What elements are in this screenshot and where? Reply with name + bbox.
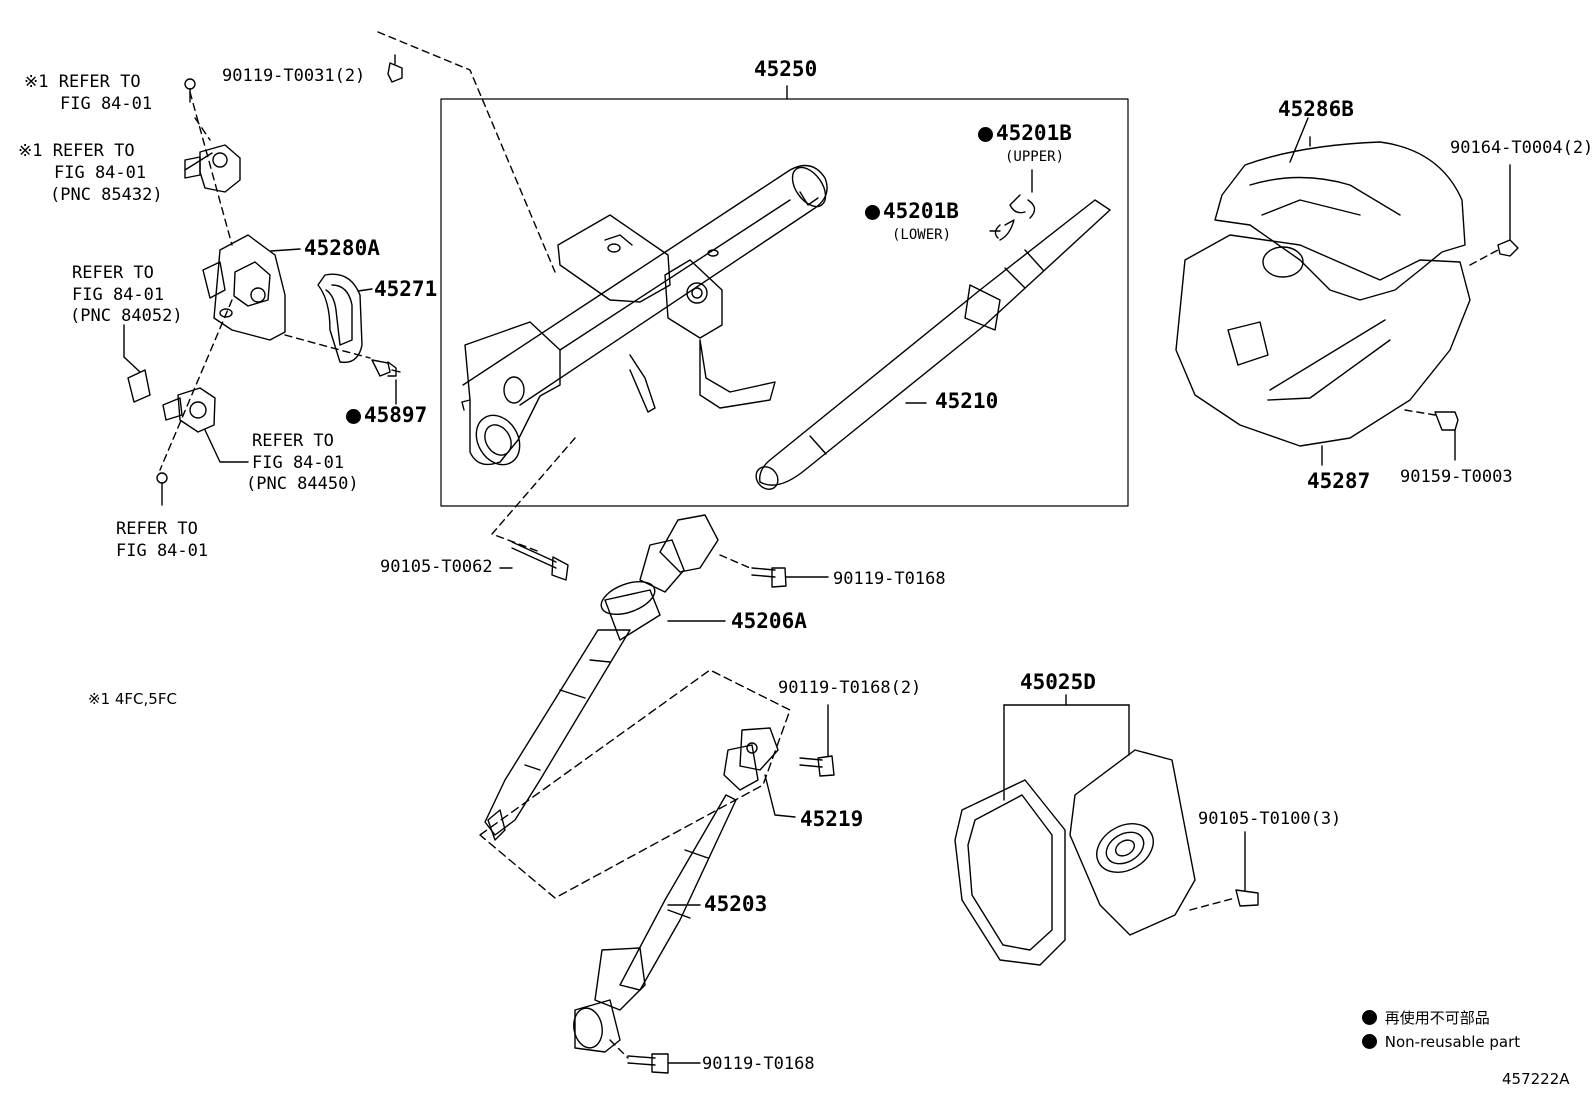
steering-column-tube (461, 164, 828, 466)
screw-90164-T0004 (1469, 164, 1519, 266)
label-45206A: 45206A (731, 609, 807, 633)
refer-label-3-line3: (PNC 84052) (70, 306, 183, 326)
refer-label-2-line2: FIG 84-01 (54, 163, 147, 183)
label-45201B-upper: 45201B (978, 122, 1072, 144)
legend-jp: 再使用不可部品 (1362, 1007, 1490, 1028)
connector-84052 (123, 324, 151, 403)
legend-en: Non-reusable part (1362, 1033, 1520, 1051)
refer-label-2-line1: ※1 REFER TO (18, 141, 135, 161)
screw-top-left (184, 78, 196, 103)
intermediate-shaft-45206A (484, 514, 726, 841)
non-reusable-dot (978, 127, 993, 142)
label-90159-T0003: 90159-T0003 (1400, 467, 1513, 487)
label-45025D: 45025D (1020, 670, 1096, 694)
assembly-45250-box (440, 98, 1129, 507)
label-45201B-upper-note: (UPPER) (1005, 149, 1065, 165)
label-45219: 45219 (800, 807, 864, 831)
label-45287: 45287 (1307, 469, 1371, 493)
refer-label-2-line3: (PNC 85432) (50, 185, 163, 205)
refer-label-1-line2: FIG 84-01 (60, 94, 153, 114)
lower-cover-45287 (1175, 234, 1471, 466)
label-90119-T0168-2: 90119-T0168(2) (778, 678, 922, 698)
label-45210: 45210 (935, 389, 999, 413)
legend-dot-icon (1362, 1010, 1377, 1025)
bolt-90119-T0031 (387, 54, 403, 83)
label-45201B-lower-note: (LOWER) (892, 227, 952, 243)
label-45280A: 45280A (304, 236, 380, 260)
label-45201B-lower: 45201B (865, 200, 959, 222)
non-reusable-dot (346, 409, 361, 424)
sensor-84450 (162, 387, 249, 463)
bolt-90119-T0168-b (609, 1039, 701, 1074)
label-45286B: 45286B (1278, 97, 1354, 121)
lock-bracket-45280A (202, 234, 301, 341)
label-45897: 45897 (346, 404, 427, 426)
bushing-clips-45201B (989, 169, 1036, 241)
steering-shaft-45210 (755, 199, 1111, 490)
footnote-model-codes: ※1 4FC,5FC (88, 690, 177, 708)
diagram-id: 457222A (1502, 1070, 1570, 1088)
refer-label-4-line3: (PNC 84450) (246, 474, 359, 494)
screw-90159-T0003 (1404, 409, 1459, 461)
label-90105-T0062: 90105-T0062 (380, 557, 493, 577)
lower-shaft-45203 (573, 794, 737, 1053)
legend-dot-icon (1362, 1034, 1377, 1049)
screw-bottom-left (156, 472, 168, 506)
bolt-90105-T0100 (1189, 831, 1259, 911)
label-45271: 45271 (374, 277, 438, 301)
label-45203: 45203 (704, 892, 768, 916)
joint-45219 (723, 704, 835, 818)
refer-label-3-line1: REFER TO (72, 263, 154, 283)
bolt-90105-T0062 (499, 541, 569, 581)
label-90119-T0168-a: 90119-T0168 (833, 569, 946, 589)
refer-label-1-line1: ※1 REFER TO (24, 72, 141, 92)
refer-label-4-line1: REFER TO (252, 431, 334, 451)
refer-label-4-line2: FIG 84-01 (252, 453, 345, 473)
refer-label-5-line1: REFER TO (116, 519, 198, 539)
switch-85432 (184, 144, 241, 193)
cover-45271 (317, 273, 373, 364)
bolt-90119-T0168-a (719, 554, 829, 588)
refer-label-5-line2: FIG 84-01 (116, 541, 209, 561)
label-90164-T0004: 90164-T0004(2) (1450, 138, 1592, 158)
label-90119-T0031: 90119-T0031(2) (222, 66, 366, 86)
label-90105-T0100: 90105-T0100(3) (1198, 809, 1342, 829)
label-90119-T0168-b: 90119-T0168 (702, 1054, 815, 1074)
non-reusable-dot (865, 205, 880, 220)
bolt-45897 (371, 359, 401, 405)
boot-gasket-45025D (954, 694, 1196, 966)
upper-cover-45286B (1214, 136, 1466, 301)
label-45250: 45250 (754, 57, 818, 81)
refer-label-3-line2: FIG 84-01 (72, 285, 165, 305)
